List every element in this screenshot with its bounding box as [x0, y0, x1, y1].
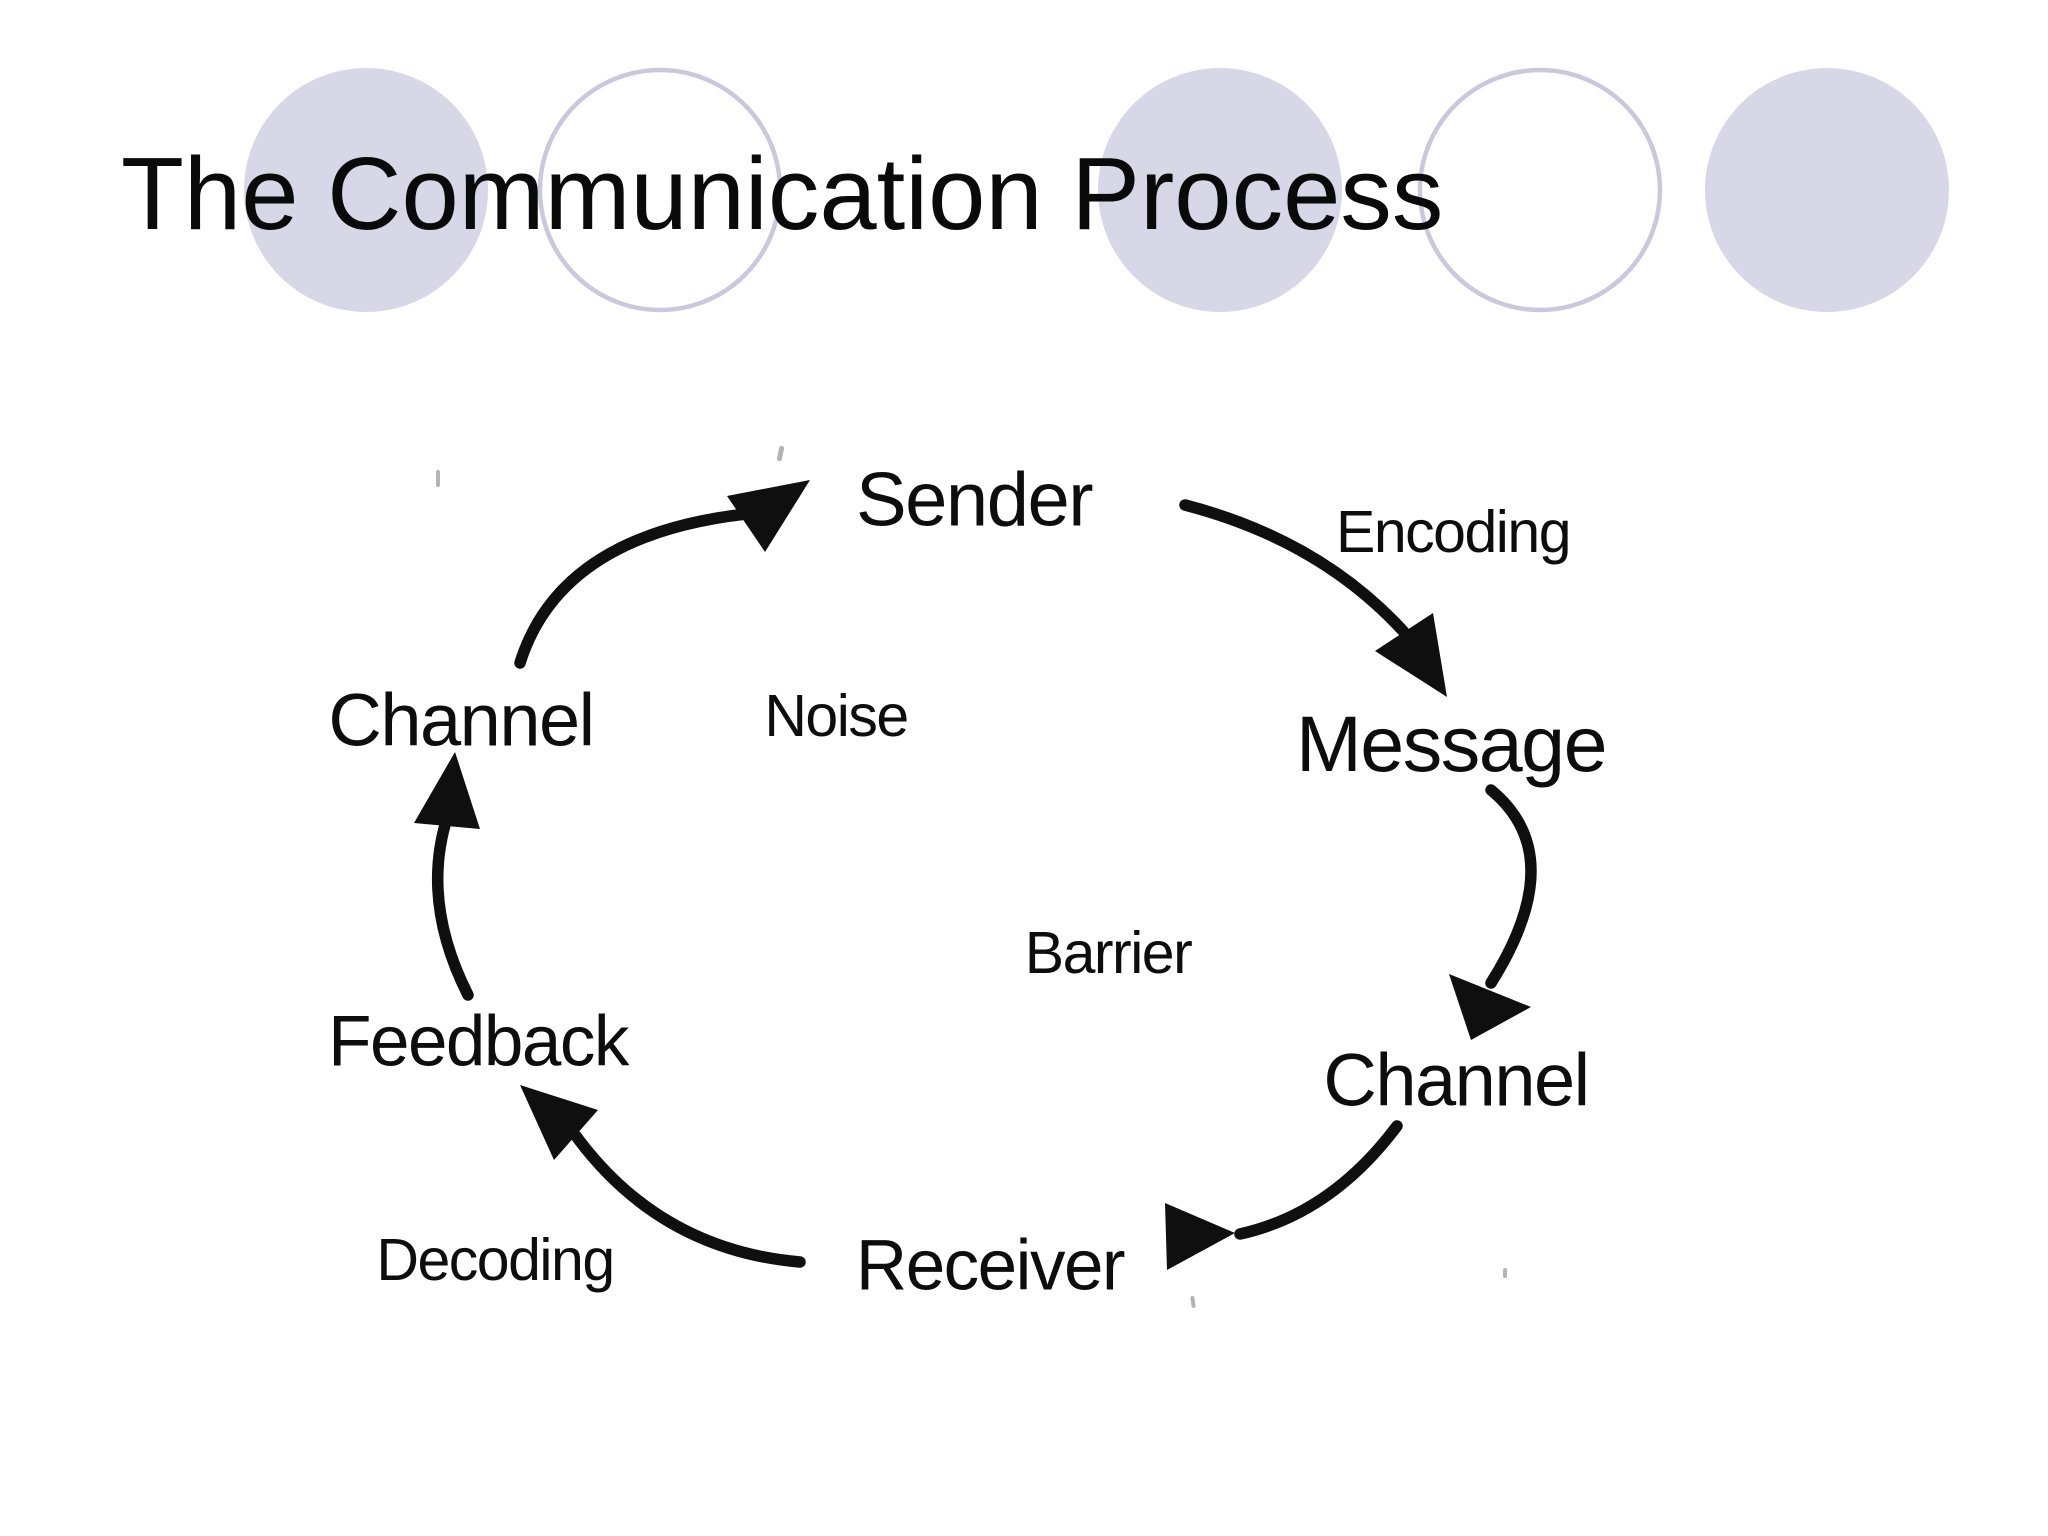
- arrow-receiver-to-feedback-line: [570, 1130, 806, 1268]
- arrow-feedback-to-channel-left-line: [431, 809, 474, 1001]
- arrowhead-to-channel-left: [414, 752, 480, 829]
- decor-circle-4: [1417, 67, 1663, 313]
- arrow-channel-left-to-sender: [514, 480, 810, 669]
- arrow-message-to-channel: [1449, 784, 1537, 1040]
- scan-speck: [1503, 1268, 1507, 1278]
- label-decoding: Decoding: [376, 1227, 615, 1293]
- arrowhead-to-feedback: [520, 1085, 598, 1160]
- arrowhead-to-message: [1375, 613, 1447, 697]
- arrow-receiver-to-feedback: [520, 1085, 806, 1268]
- arrow-sender-to-message-line: [1179, 499, 1410, 638]
- label-noise: Noise: [764, 683, 909, 749]
- decor-circle-2: [537, 67, 783, 313]
- arrowhead-to-receiver: [1165, 1203, 1235, 1270]
- node-channel-left: Channel: [328, 678, 595, 762]
- arrow-sender-to-message: [1179, 499, 1447, 697]
- arrow-channel-to-receiver-line: [1234, 1120, 1403, 1240]
- label-barrier: Barrier: [1024, 920, 1193, 986]
- arrowhead-to-channel-right: [1449, 974, 1531, 1040]
- scan-speck: [436, 470, 440, 487]
- arrowhead-to-sender: [727, 480, 810, 552]
- decor-circle-3: [1098, 68, 1342, 312]
- node-message: Message: [1295, 699, 1608, 788]
- node-feedback: Feedback: [328, 1002, 629, 1082]
- arrow-feedback-to-channel-left: [414, 752, 480, 1001]
- decor-circle-5: [1705, 68, 1949, 312]
- label-encoding: Encoding: [1335, 499, 1572, 565]
- arrow-message-to-channel-line: [1485, 784, 1537, 989]
- node-sender: Sender: [855, 457, 1094, 543]
- node-channel-right: Channel: [1323, 1038, 1590, 1122]
- decor-circle-1: [244, 68, 488, 312]
- arrow-channel-to-receiver: [1165, 1120, 1403, 1270]
- node-receiver: Receiver: [855, 1226, 1126, 1306]
- slide-title: The Communication Process: [121, 136, 1444, 251]
- arrow-channel-left-to-sender-line: [514, 508, 752, 669]
